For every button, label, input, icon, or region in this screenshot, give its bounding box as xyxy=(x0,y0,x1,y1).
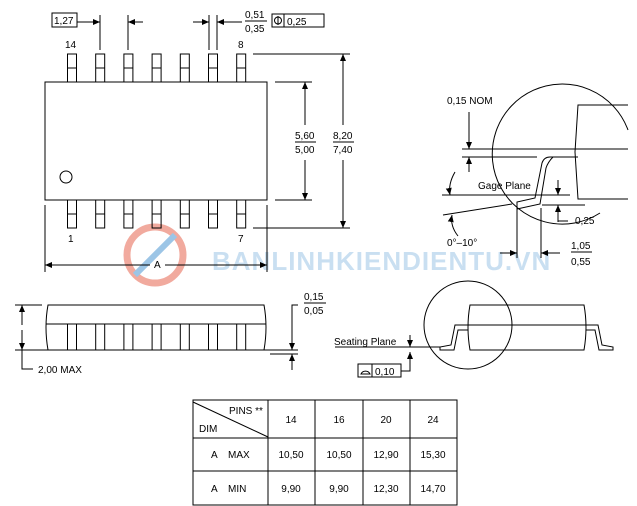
row-label-b: MIN xyxy=(228,484,246,495)
body-width-min: 5,00 xyxy=(295,145,315,156)
dimension-table: PINS ** DIM 14 16 20 24 A MAX 10,50 10,5… xyxy=(192,399,458,506)
table-header-dim: DIM xyxy=(199,424,217,435)
side-pin xyxy=(208,323,218,351)
side-pin xyxy=(151,323,162,351)
pin-label-14: 14 xyxy=(65,40,77,51)
foot-length-min: 0,55 xyxy=(571,257,591,268)
angle-range: 0°–10° xyxy=(447,238,477,249)
length-label: A xyxy=(154,260,161,271)
side-pin xyxy=(123,323,134,351)
top-view: 14 8 1 7 1,27 0,51 0,35 0,25 5,60 5,00 xyxy=(44,10,354,272)
table-cell: 10,50 xyxy=(278,450,303,461)
standoff-max: 0,15 xyxy=(304,292,324,303)
position-tolerance: 0,25 xyxy=(287,17,307,28)
flatness-icon xyxy=(360,370,371,375)
table-header-pins: PINS ** xyxy=(229,406,263,417)
body-width-max: 5,60 xyxy=(295,131,315,142)
package-body xyxy=(44,81,268,201)
side-body xyxy=(45,304,267,351)
row-label-a: A xyxy=(211,484,218,495)
watermark-logo: BANLINHKIENDIENTU.VN xyxy=(123,223,551,287)
table-cell: 12,30 xyxy=(373,484,398,495)
overall-width-max: 8,20 xyxy=(333,131,353,142)
side-view: 2,00 MAX 0,15 0,05 Seating Plane 0,10 xyxy=(15,280,614,378)
pin1-marker xyxy=(59,170,73,184)
seating-plane-label: Seating Plane xyxy=(334,337,397,348)
lead-thickness: 0,15 NOM xyxy=(447,96,493,107)
row-label-b: MAX xyxy=(228,450,250,461)
table-cell: 9,90 xyxy=(329,484,349,495)
column-header: 20 xyxy=(380,415,392,426)
height-max: 2,00 MAX xyxy=(38,365,82,376)
gage-plane-label: Gage Plane xyxy=(478,181,531,192)
pins xyxy=(67,53,247,229)
pin-label-8: 8 xyxy=(238,40,244,51)
table-cell: 10,50 xyxy=(326,450,351,461)
table-cell: 9,90 xyxy=(281,484,301,495)
side-pin xyxy=(236,323,247,351)
column-header: 14 xyxy=(285,415,297,426)
overall-width-min: 7,40 xyxy=(333,145,353,156)
table-cell: 12,90 xyxy=(373,450,398,461)
pin-width-min: 0,35 xyxy=(245,24,265,35)
column-header: 16 xyxy=(333,415,345,426)
pin-label-7: 7 xyxy=(238,234,244,245)
flatness-value: 0,10 xyxy=(375,367,395,378)
pin-label-1: 1 xyxy=(68,234,74,245)
standoff-min: 0,05 xyxy=(304,306,324,317)
side-pin xyxy=(67,323,77,351)
lead-detail: 0,15 NOM Gage Plane 0°–10° 0,25 1,05 0,5… xyxy=(442,83,629,268)
pin-width-max: 0,51 xyxy=(245,10,265,21)
side-pin xyxy=(95,323,106,351)
table-cell: 15,30 xyxy=(420,450,445,461)
column-header: 24 xyxy=(427,415,439,426)
side-pin xyxy=(179,323,190,351)
foot-length-max: 1,05 xyxy=(571,241,591,252)
table-cell: 14,70 xyxy=(420,484,445,495)
gage-offset: 0,25 xyxy=(575,216,595,227)
pin-pitch: 1,27 xyxy=(54,16,74,27)
svg-text:BANLINHKIENDIENTU.VN: BANLINHKIENDIENTU.VN xyxy=(212,246,551,276)
row-label-a: A xyxy=(211,450,218,461)
